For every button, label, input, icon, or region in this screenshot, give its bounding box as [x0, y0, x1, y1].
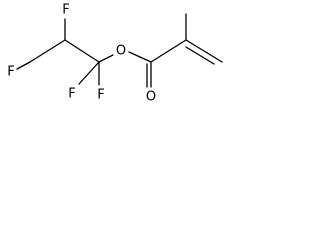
bond-cf2-o	[98, 54, 114, 63]
atom-label-f-gem-left: F	[68, 87, 75, 102]
bond-alkene-ch2-double	[185, 46, 215, 65]
atom-label-o-ether: O	[116, 44, 126, 59]
atom-label-o-carbonyl: O	[146, 90, 156, 105]
bond-f-ch2	[16, 61, 31, 70]
bond-cf2-f-left	[78, 61, 100, 85]
bond-o-carbonyl-c	[128, 51, 152, 63]
structure-diagram: F F F F O O	[0, 0, 230, 126]
atom-label-f-terminal: F	[7, 65, 14, 80]
molecule-svg: F F F F O O	[7, 3, 223, 105]
atom-label-f-top: F	[62, 3, 69, 18]
bond-carbonyl-c-alkene-c	[150, 39, 187, 63]
bond-alkene-ch2	[185, 39, 223, 63]
bond-chf-cf2	[64, 39, 100, 63]
atom-label-f-gem-right: F	[97, 88, 104, 103]
bond-ch2-chf	[29, 39, 66, 63]
